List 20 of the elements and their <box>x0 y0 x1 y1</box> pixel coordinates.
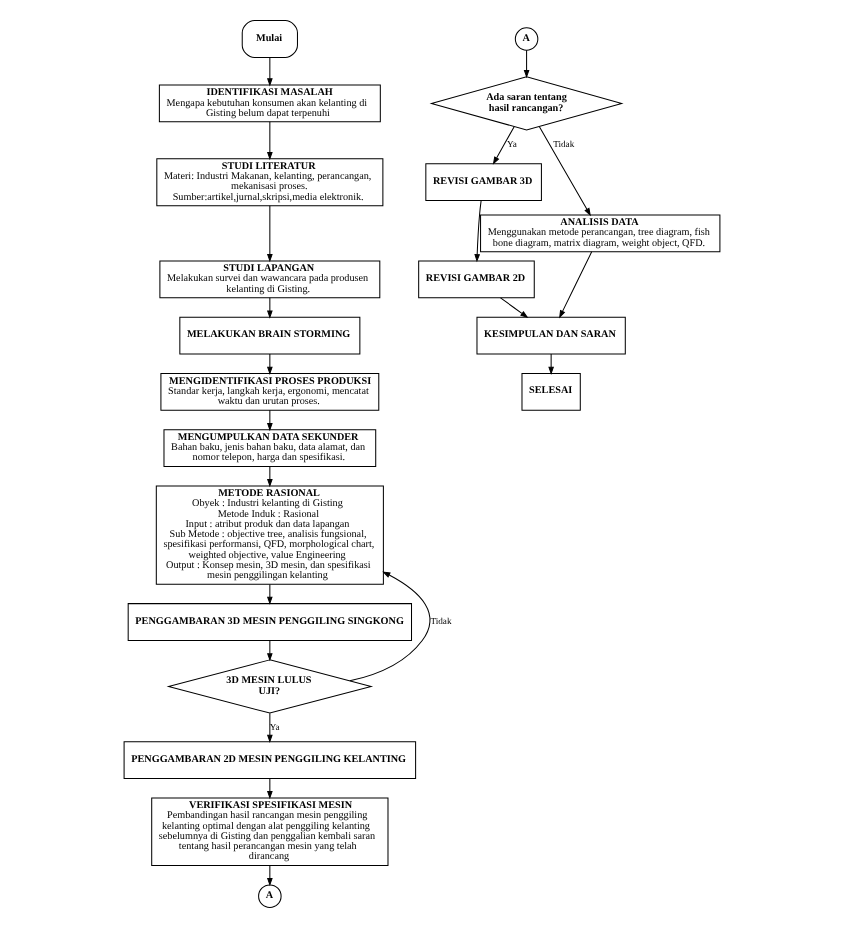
arrow <box>266 778 272 800</box>
arrow <box>266 353 272 375</box>
arrow <box>266 712 272 743</box>
arrow <box>537 126 590 217</box>
arrow <box>266 205 272 263</box>
arrow <box>266 409 272 432</box>
arrow <box>491 126 514 165</box>
arrow <box>348 571 430 682</box>
arrow <box>558 251 592 319</box>
arrow <box>266 297 272 319</box>
arrow <box>266 584 272 605</box>
arrow <box>266 121 272 161</box>
arrow <box>266 640 272 662</box>
arrow <box>499 297 528 319</box>
arrow <box>266 865 272 887</box>
arrow <box>266 57 272 87</box>
arrow <box>547 353 553 375</box>
arrow <box>266 466 272 488</box>
arrow <box>473 200 481 263</box>
arrow <box>522 49 529 79</box>
